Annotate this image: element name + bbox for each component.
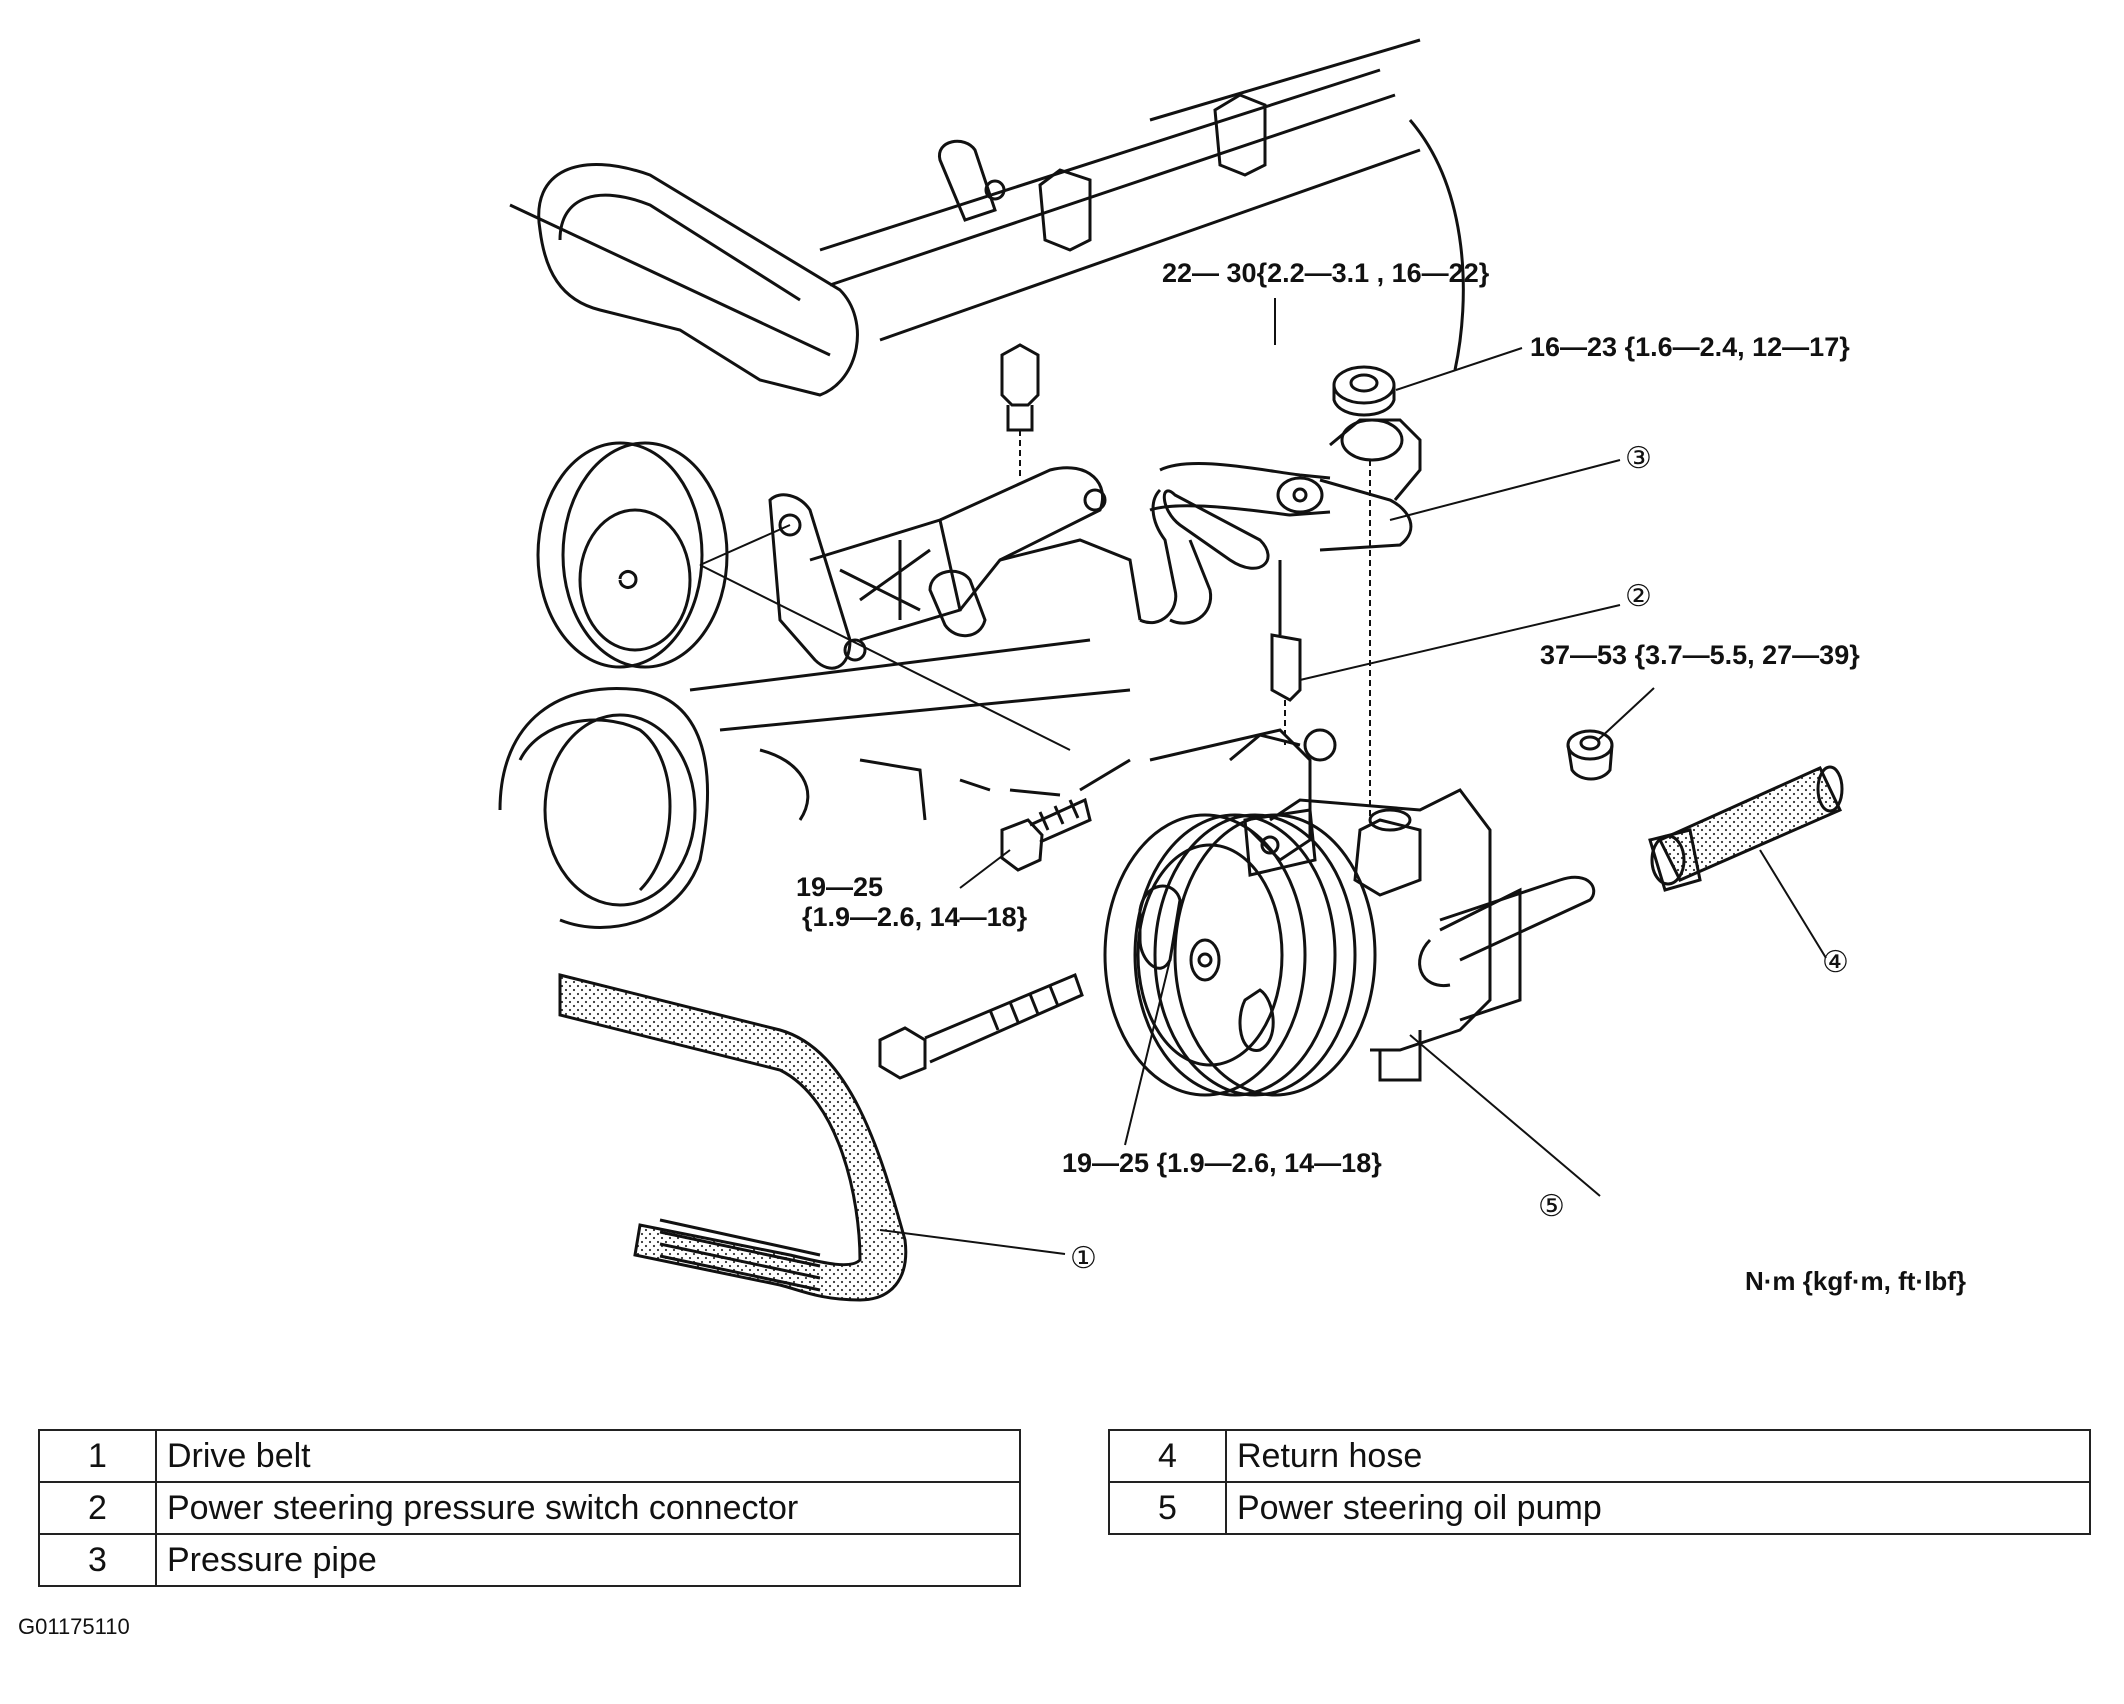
- callout-1: ①: [1070, 1242, 1097, 1275]
- pump-nut: [1566, 729, 1614, 781]
- power-steering-pump: [1103, 728, 1596, 1097]
- legend-row: 1 Drive belt: [38, 1429, 1021, 1483]
- leader-lines: [879, 298, 1827, 1255]
- torque-spec-top-bolt: 22— 30{2.2—3.1 , 16—22}: [1162, 258, 1490, 288]
- legend-part-name: Power steering pressure switch connector: [155, 1481, 1021, 1535]
- torque-spec-bracket-bolt-line2: {1.9—2.6, 14—18}: [802, 902, 1028, 932]
- legend-row: 5 Power steering oil pump: [1108, 1481, 2091, 1535]
- long-pump-bolt: [878, 972, 1084, 1080]
- callout-5: ⑤: [1538, 1190, 1565, 1223]
- pressure-pipe-nut: [1332, 365, 1396, 417]
- legend-part-name: Return hose: [1225, 1429, 2091, 1483]
- return-hose: [1648, 765, 1844, 892]
- callout-3: ③: [1625, 442, 1652, 475]
- legend-number: 5: [1108, 1481, 1227, 1535]
- engine-block-outline: [498, 38, 1465, 929]
- figure-code: G01175110: [18, 1614, 130, 1639]
- bracket-bolt: [1000, 797, 1092, 872]
- callout-4: ④: [1822, 946, 1849, 979]
- legend-row: 4 Return hose: [1108, 1429, 2091, 1483]
- torque-units-label: N·m {kgf·m, ft·lbf}: [1745, 1266, 1966, 1296]
- legend-part-name: Power steering oil pump: [1225, 1481, 2091, 1535]
- pressure-pipe: [1139, 418, 1422, 820]
- legend-part-name: Pressure pipe: [155, 1533, 1021, 1587]
- legend-row: 2 Power steering pressure switch connect…: [38, 1481, 1021, 1535]
- legend-number: 2: [38, 1481, 157, 1535]
- torque-spec-bracket-bolt-line1: 19—25: [796, 872, 883, 902]
- torque-spec-pump-nut: 37—53 {3.7—5.5, 27—39}: [1540, 640, 1860, 670]
- parts-legend-left: 1 Drive belt 2 Power steering pressure s…: [38, 1429, 1021, 1587]
- legend-number: 3: [38, 1533, 157, 1587]
- legend-part-name: Drive belt: [155, 1429, 1021, 1483]
- pump-mounting-bracket: [699, 466, 1142, 751]
- legend-number: 1: [38, 1429, 157, 1483]
- torque-spec-long-bolt: 19—25 {1.9—2.6, 14—18}: [1062, 1148, 1382, 1178]
- torque-spec-pipe-nut: 16—23 {1.6—2.4, 12—17}: [1530, 332, 1850, 362]
- callout-2: ②: [1625, 580, 1652, 613]
- legend-number: 4: [1108, 1429, 1227, 1483]
- pressure-switch-connector: [1270, 560, 1302, 745]
- legend-row: 3 Pressure pipe: [38, 1533, 1021, 1587]
- drive-belt: [558, 973, 908, 1302]
- pressure-pipe-bolt: [1000, 343, 1040, 478]
- parts-legend-right: 4 Return hose 5 Power steering oil pump: [1108, 1429, 2091, 1535]
- exploded-view-diagram: 22— 30{2.2—3.1 , 16—22} 16—23 {1.6—2.4, …: [498, 38, 1966, 1302]
